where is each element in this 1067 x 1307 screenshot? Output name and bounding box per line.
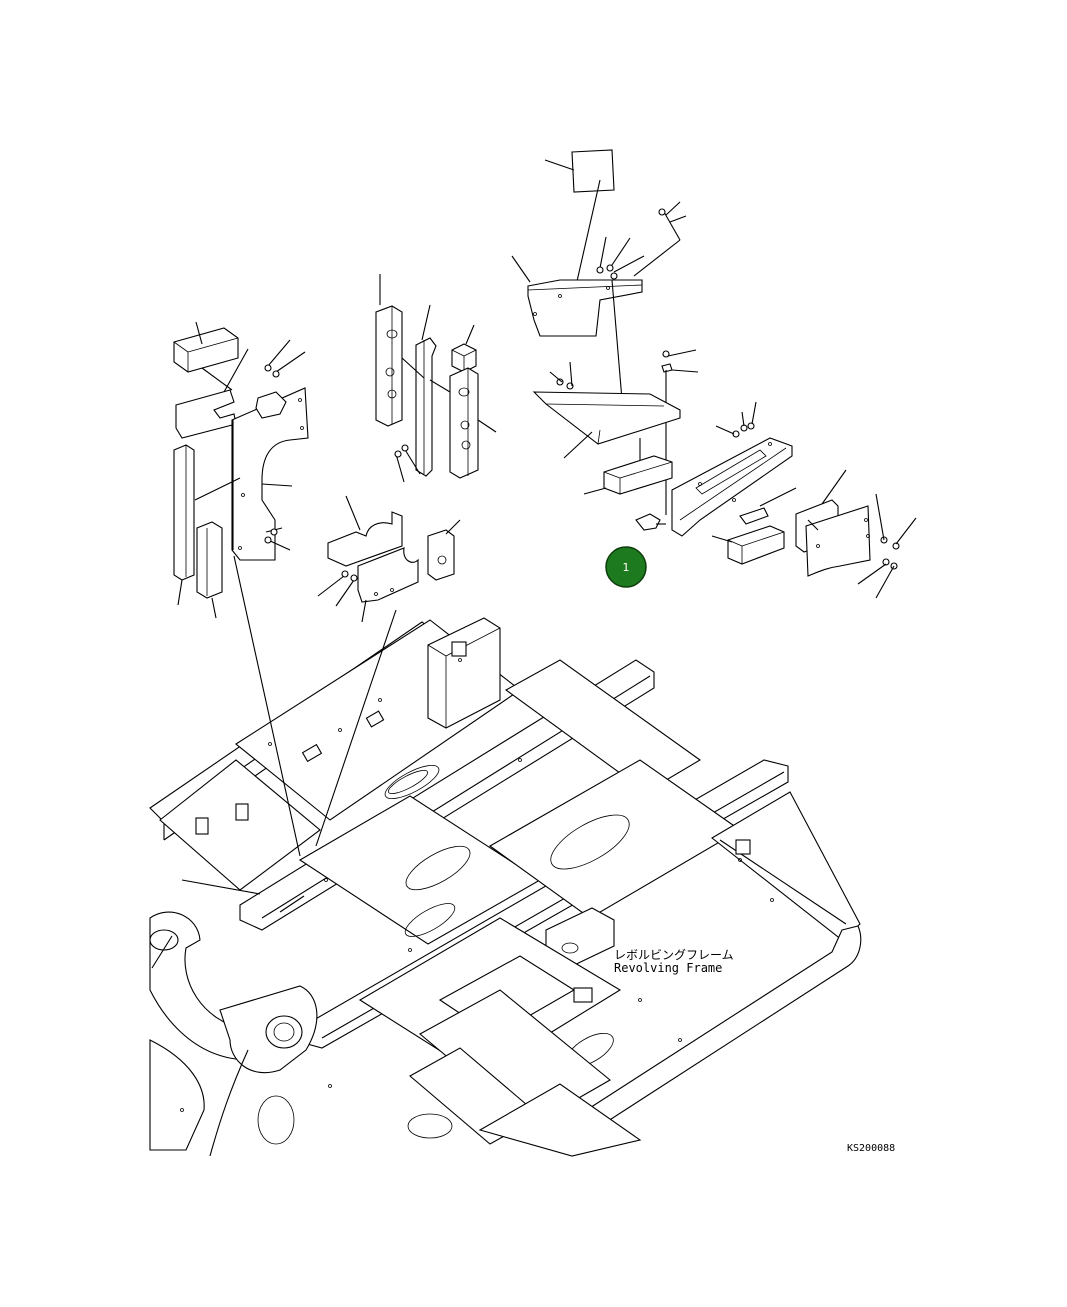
callout-1-label: 1 <box>623 561 630 574</box>
right-upper-parts <box>511 149 699 515</box>
revolving-frame <box>149 555 862 1157</box>
frame-label-en: Revolving Frame <box>614 961 722 975</box>
right-side-parts <box>635 401 917 599</box>
center-saddle-parts <box>317 495 461 623</box>
middle-brackets <box>375 274 497 483</box>
frame-label-jp: レボルビングフレーム <box>614 948 734 962</box>
callout-1[interactable]: 1 <box>605 546 647 588</box>
left-cover-plates <box>173 321 309 619</box>
drawing-code: KS200088 <box>847 1143 895 1154</box>
